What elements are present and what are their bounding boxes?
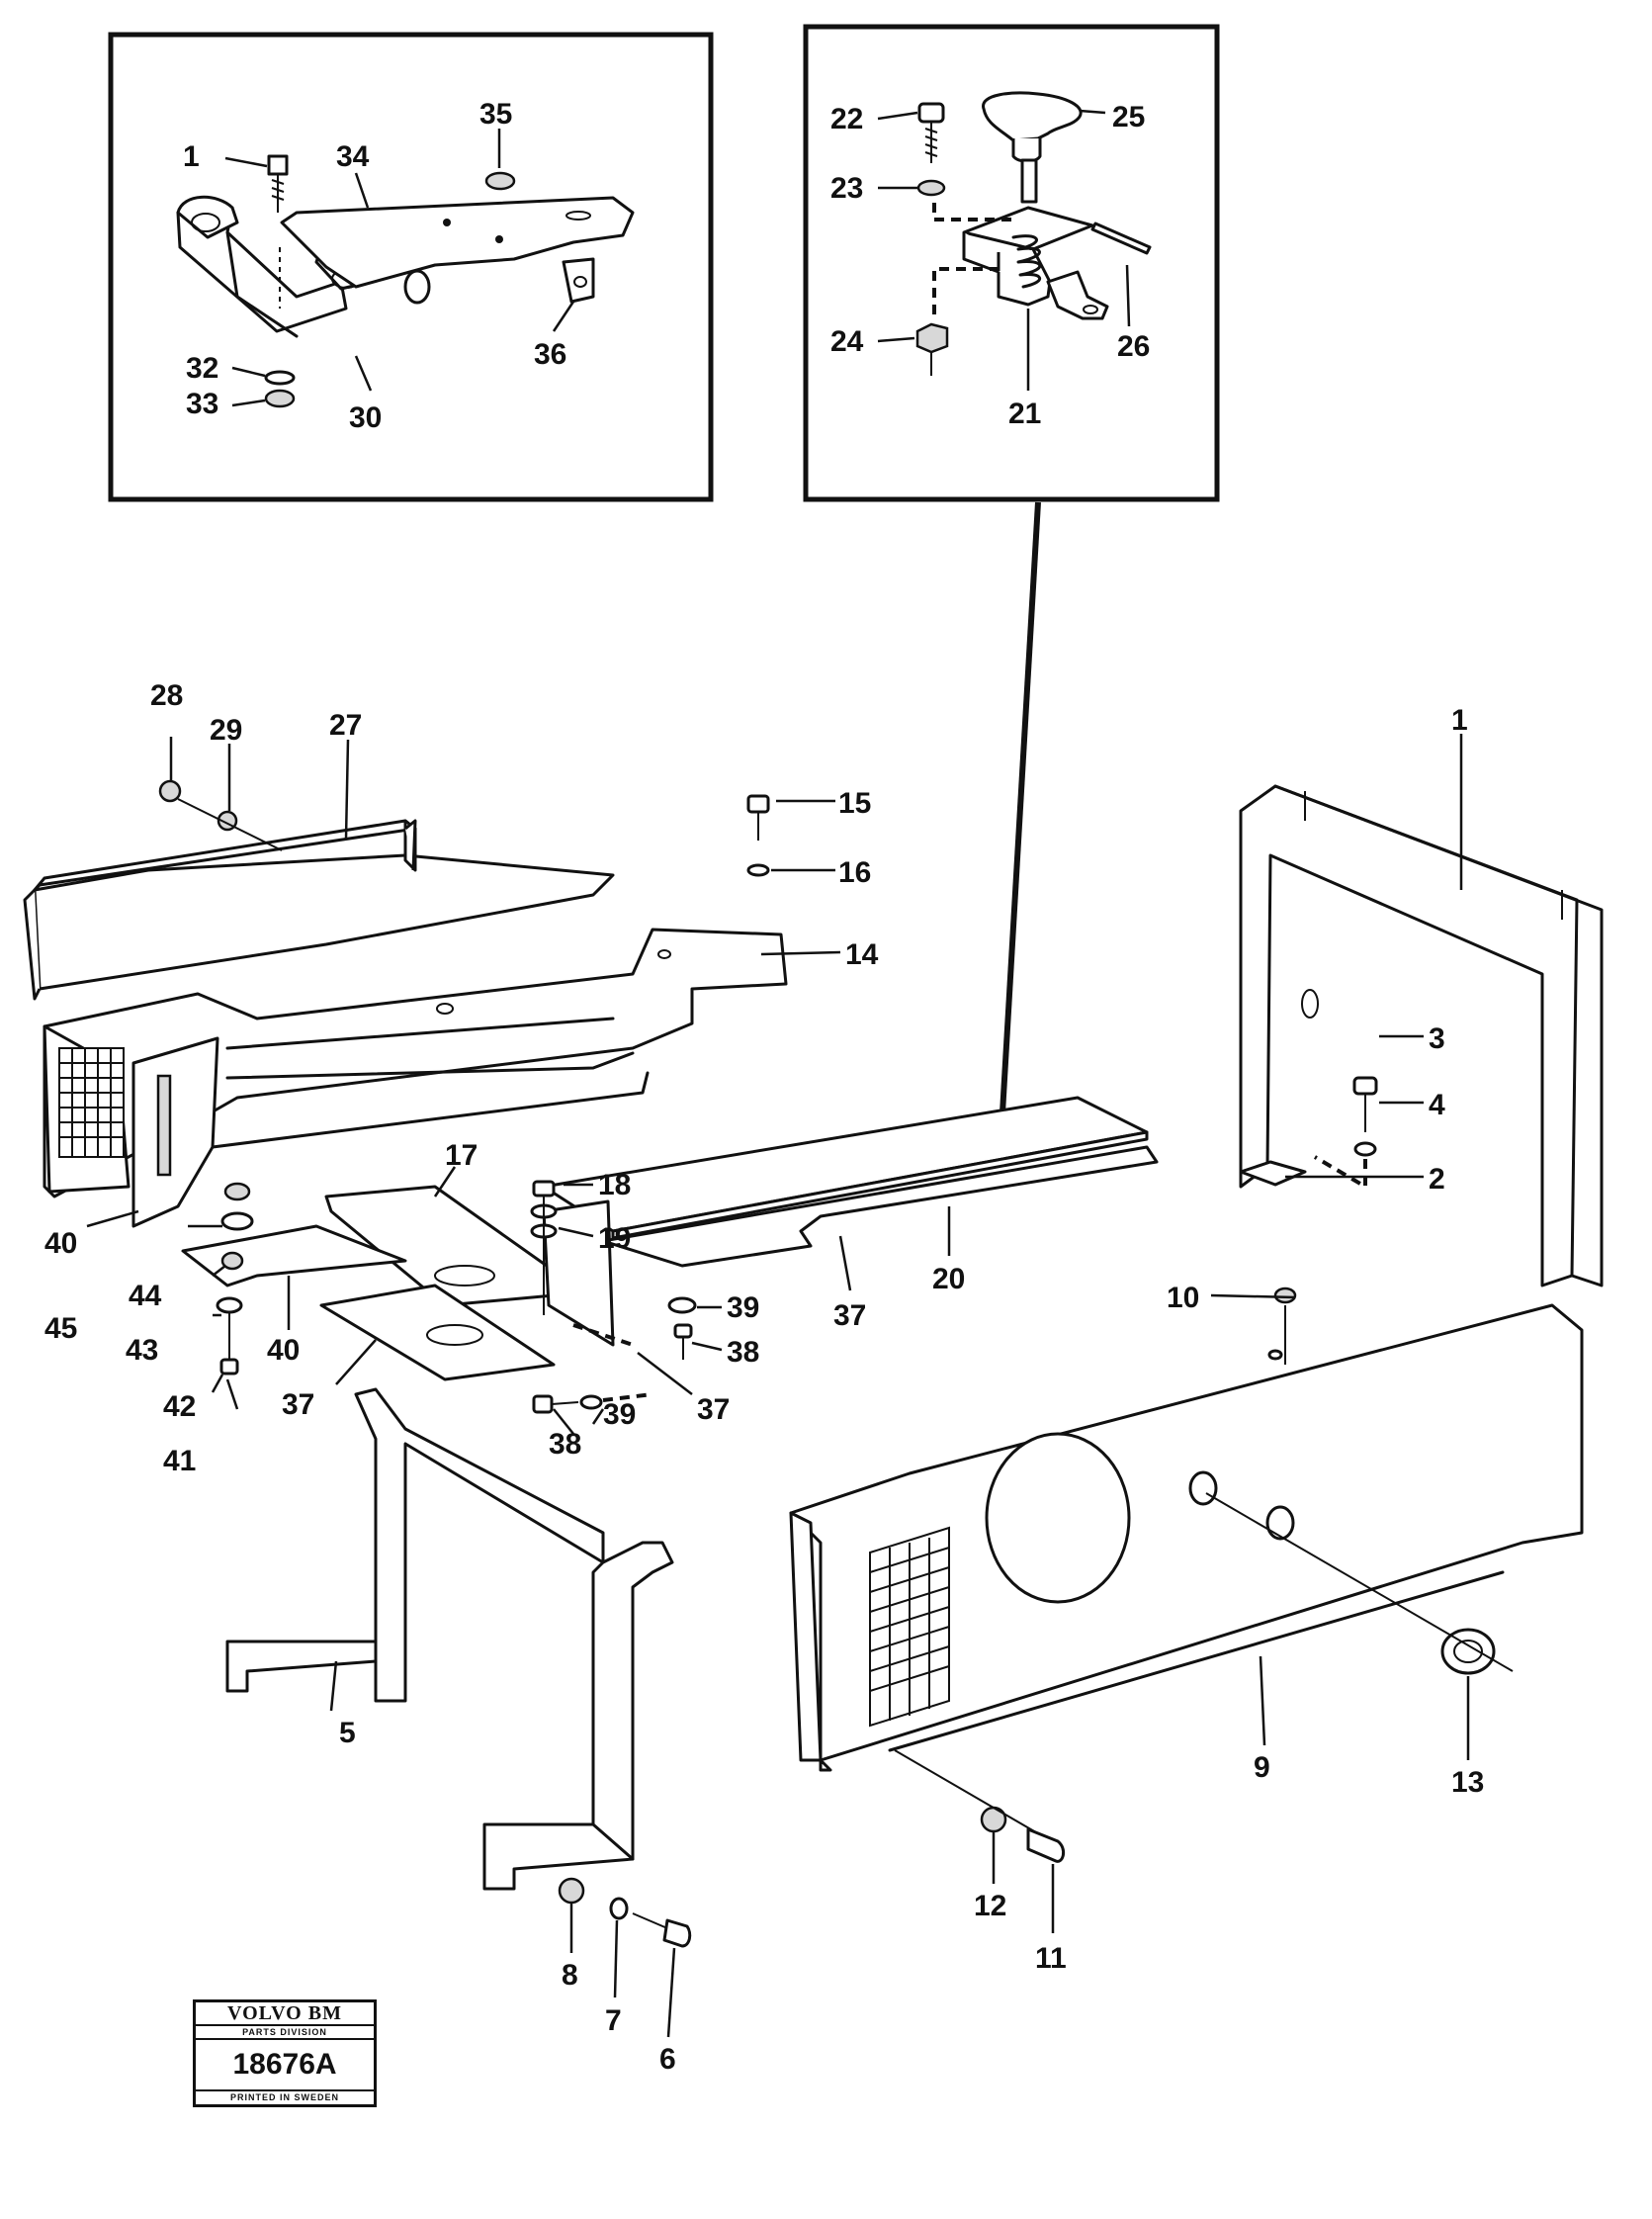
callout-5: 5 — [339, 1717, 356, 1749]
callout-18: 18 — [598, 1169, 631, 1201]
callout-4: 4 — [1429, 1089, 1445, 1121]
callout-36: 36 — [534, 338, 566, 371]
stamp-code: 18676A — [196, 2040, 374, 2091]
callout-39-left: 39 — [603, 1398, 636, 1431]
callout-21: 21 — [1008, 398, 1041, 430]
callout-45: 45 — [44, 1312, 77, 1345]
stamp-brand: VOLVO BM — [196, 2002, 374, 2026]
callout-33: 33 — [186, 388, 218, 420]
callout-37-left: 37 — [282, 1388, 314, 1421]
callout-38-left: 38 — [549, 1428, 581, 1461]
callout-40-left: 40 — [44, 1227, 77, 1260]
callout-41: 41 — [163, 1445, 196, 1477]
callout-19: 19 — [598, 1222, 631, 1255]
callout-43: 43 — [126, 1334, 158, 1367]
callout-20: 20 — [932, 1263, 965, 1295]
callout-22: 22 — [830, 103, 863, 135]
callout-39-right: 39 — [727, 1291, 759, 1324]
callout-16: 16 — [838, 856, 871, 889]
callout-42: 42 — [163, 1390, 196, 1423]
callout-10: 10 — [1167, 1282, 1199, 1314]
stamp-division: PARTS DIVISION — [196, 2026, 374, 2040]
callout-25: 25 — [1112, 101, 1145, 133]
main-assembly-drawing — [23, 779, 1604, 1948]
callout-31: 1 — [183, 140, 200, 173]
callout-2: 2 — [1429, 1163, 1445, 1196]
callout-30: 30 — [349, 401, 382, 434]
callout-12: 12 — [974, 1890, 1006, 1922]
callout-28: 28 — [150, 679, 183, 712]
callout-8: 8 — [562, 1959, 578, 1992]
latch-assembly-drawing — [915, 91, 1152, 376]
callout-34: 34 — [336, 140, 370, 173]
callout-15: 15 — [838, 787, 871, 820]
callout-13: 13 — [1451, 1766, 1484, 1799]
callout-17: 17 — [445, 1139, 478, 1172]
callout-11: 11 — [1035, 1942, 1067, 1975]
callout-32: 32 — [186, 352, 218, 385]
callout-3: 3 — [1429, 1022, 1445, 1055]
callout-1: 1 — [1451, 704, 1468, 737]
callout-26: 26 — [1117, 330, 1150, 363]
callout-29: 29 — [210, 714, 242, 747]
callout-37-mid: 37 — [697, 1393, 730, 1426]
volvo-bm-stamp: VOLVO BM PARTS DIVISION 18676A PRINTED I… — [193, 1999, 377, 2107]
callout-9: 9 — [1254, 1751, 1270, 1784]
inset-frame-latch — [803, 24, 1220, 502]
stamp-printed: PRINTED IN SWEDEN — [229, 2092, 339, 2102]
callout-7: 7 — [605, 2004, 622, 2037]
callout-37-right: 37 — [833, 1299, 866, 1332]
callout-23: 23 — [830, 172, 863, 205]
callout-44: 44 — [129, 1280, 162, 1312]
inset-frame-bracket — [108, 32, 714, 502]
bracket-assembly-drawing — [176, 154, 635, 408]
callout-24: 24 — [830, 325, 864, 358]
callout-35: 35 — [479, 98, 512, 131]
callout-38-right: 38 — [727, 1336, 759, 1369]
callout-14: 14 — [845, 938, 879, 971]
callout-40-mid: 40 — [267, 1334, 300, 1367]
callout-27: 27 — [329, 709, 362, 742]
callout-6: 6 — [659, 2043, 676, 2076]
